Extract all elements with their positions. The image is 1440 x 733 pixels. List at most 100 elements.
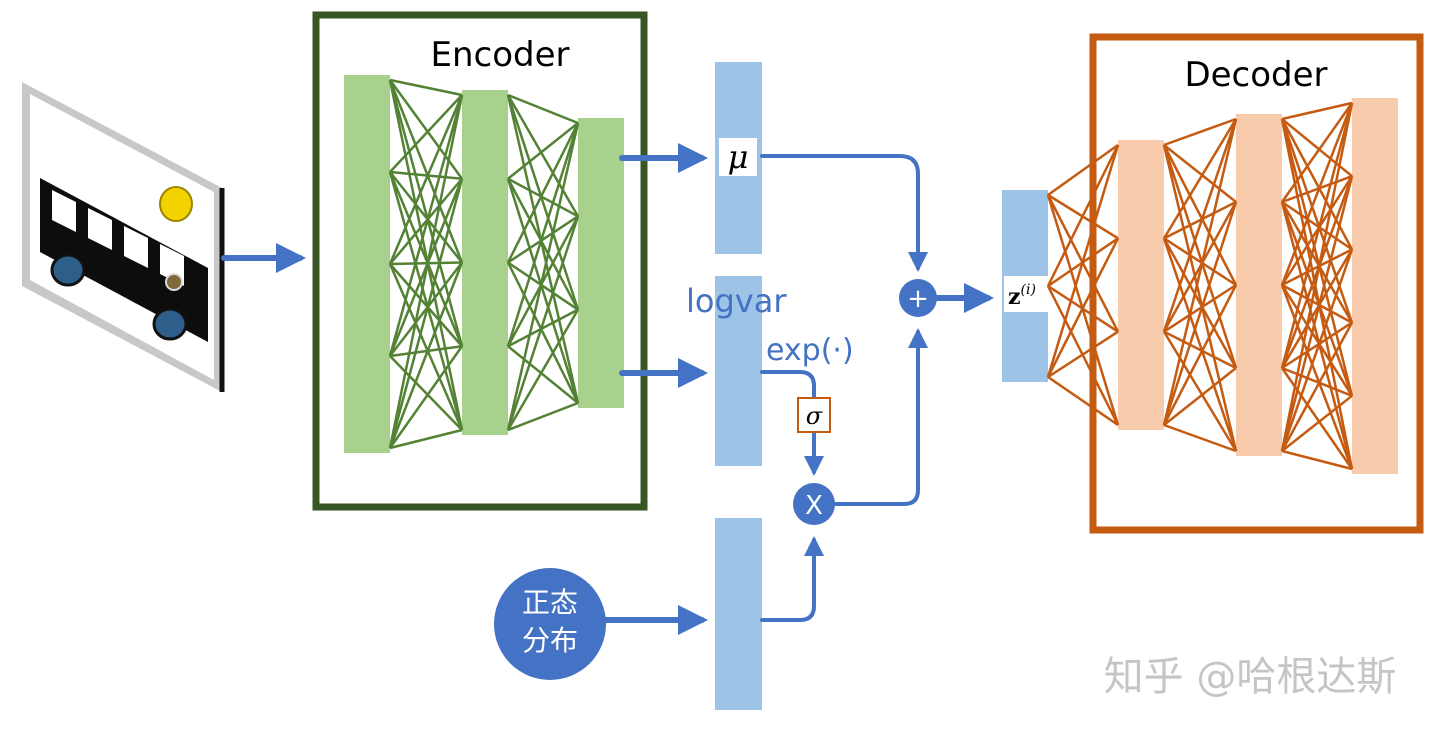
network-edge [1163, 200, 1237, 240]
network-edge [388, 171, 464, 347]
network-edge [1280, 201, 1354, 470]
network-edge [1162, 144, 1238, 452]
network-edge [1280, 322, 1354, 452]
network-edge [389, 94, 463, 173]
network-edge [1281, 394, 1353, 452]
network-edge [388, 345, 464, 449]
network-edge [506, 261, 580, 404]
network-edge [389, 355, 463, 431]
network-edge [1281, 366, 1353, 397]
network-edge [1047, 375, 1119, 427]
encoder-box [312, 11, 648, 511]
network-edge [1280, 201, 1354, 397]
network-edge [389, 263, 463, 348]
network-edge [1163, 283, 1237, 333]
network-edge [1163, 367, 1237, 426]
sigma-label: σ [806, 402, 823, 430]
network-edge [506, 215, 580, 431]
network-edge [1281, 321, 1353, 370]
line-noise-to-times [760, 536, 824, 622]
network-edge [507, 93, 579, 125]
network-edge [388, 94, 464, 449]
network-edge [1280, 102, 1354, 369]
normal-distribution-node [494, 568, 606, 680]
network-edge [389, 78, 463, 97]
network-edge [1280, 102, 1354, 286]
network-edge [1280, 284, 1354, 397]
network-edge [1162, 144, 1238, 369]
z-label: z(i) [1008, 282, 1036, 310]
network-edge [1280, 118, 1354, 397]
times-symbol: X [805, 491, 823, 521]
plus-symbol: + [907, 284, 929, 314]
network-edge [1162, 144, 1238, 286]
network-edge [506, 122, 580, 431]
network-edge [388, 79, 464, 263]
network-edge [1162, 118, 1238, 426]
network-edge [507, 122, 579, 180]
sigma-box [797, 397, 831, 433]
network-edge [507, 345, 579, 404]
network-edge [1281, 248, 1353, 287]
network-edge [507, 177, 579, 218]
network-edge [388, 79, 464, 347]
line-logvar-to-sigma [760, 370, 816, 400]
network-edge [506, 94, 580, 217]
network-edge [1046, 144, 1120, 378]
network-edge [1047, 330, 1119, 379]
network-edge [389, 428, 463, 450]
logvar-label: logvar [686, 282, 787, 320]
network-edge [1280, 102, 1354, 452]
decoder-connections [1046, 101, 1354, 471]
decoder-title: Decoder [1184, 55, 1327, 95]
line-mu-to-plus [760, 154, 928, 272]
logvar-bar [715, 276, 762, 466]
network-edge [1280, 175, 1354, 452]
network-edge [1280, 248, 1354, 452]
network-edge [507, 308, 579, 348]
encoder-layer [344, 75, 390, 453]
encoder-title: Encoder [430, 35, 569, 75]
network-edge [1047, 143, 1119, 197]
network-edge [1162, 284, 1238, 426]
network-edge [1280, 118, 1354, 250]
network-edge [1280, 201, 1354, 324]
network-edge [1281, 283, 1353, 324]
network-edge [389, 345, 463, 358]
network-edge [507, 215, 579, 264]
network-edge [506, 122, 580, 347]
network-edge [1281, 175, 1353, 204]
network-edge [506, 94, 580, 404]
network-edge [1280, 118, 1354, 470]
encoder-layers [344, 75, 624, 453]
network-edge [1162, 118, 1238, 333]
encoder-layer [462, 90, 508, 435]
encoder-layer [578, 118, 624, 408]
z-label-box [1004, 276, 1048, 312]
network-edge [388, 79, 464, 180]
mu-label-box [719, 138, 757, 176]
encoder-connections [388, 78, 580, 450]
network-edge [388, 262, 464, 449]
network-edge [1281, 200, 1353, 251]
normal-line-1: 正态 [522, 586, 578, 619]
decoder-layer [1118, 140, 1164, 430]
network-edge [1046, 237, 1120, 378]
network-edge [1280, 102, 1354, 203]
network-edge [1280, 175, 1354, 286]
mu-label: μ [728, 138, 749, 176]
network-edge [1162, 237, 1238, 369]
network-edge [1281, 101, 1353, 121]
network-edge [1163, 423, 1237, 453]
network-edge [389, 261, 463, 266]
network-edge [388, 94, 464, 357]
network-edge [388, 79, 464, 431]
network-edge [1162, 118, 1238, 239]
network-edge [1162, 331, 1238, 452]
bus-icon [40, 178, 208, 342]
exp-label: exp(·) [766, 333, 854, 368]
network-edge [1046, 144, 1120, 287]
watermark: 知乎 @哈根达斯 [1104, 654, 1397, 700]
network-edge [1163, 237, 1237, 287]
network-edge [1163, 117, 1237, 147]
